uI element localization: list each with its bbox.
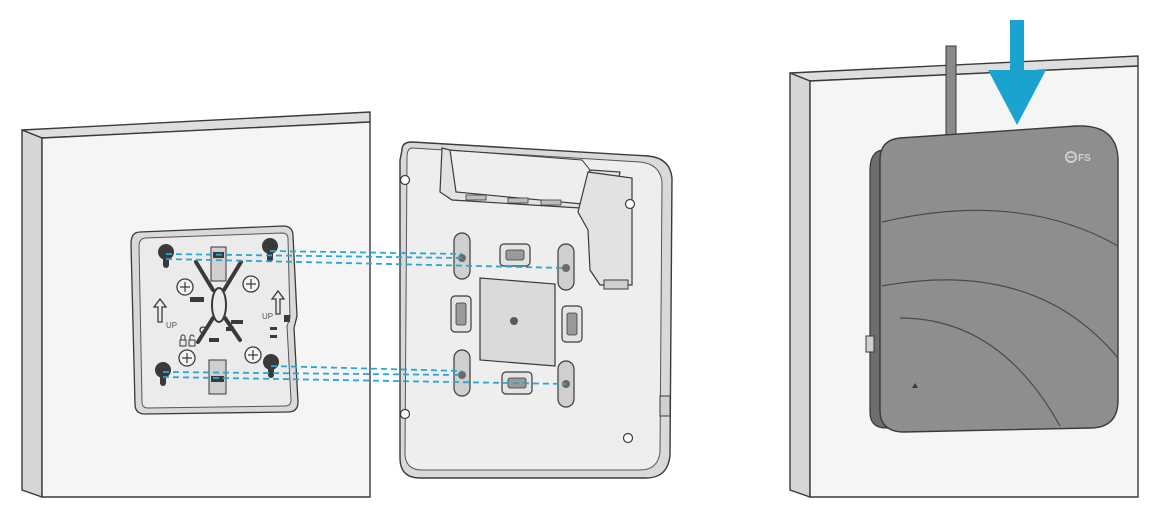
device-back-panel — [399, 141, 673, 479]
lock-icon — [179, 334, 187, 347]
screw-icon — [622, 432, 634, 444]
alignment-guide-lines — [162, 250, 567, 385]
fs-logo: FS — [1065, 151, 1091, 164]
keyhole-slot-top-left — [158, 244, 174, 268]
up-label-left: UP — [166, 321, 177, 330]
keyhole-slot-bottom-left — [155, 362, 171, 386]
unlock-icon — [188, 334, 196, 347]
installed-device: FS — [865, 125, 1119, 433]
brand-logo-text: FS — [1078, 153, 1091, 164]
up-arrow-icon — [270, 289, 286, 315]
mounting-plate: UP UP — [130, 225, 299, 415]
push-down-arrow-icon — [988, 20, 1046, 125]
status-led — [912, 383, 918, 388]
up-label-right: UP — [262, 312, 273, 321]
screw-icon — [399, 174, 411, 186]
antenna-cable — [945, 45, 957, 145]
keyhole-slot-top-right — [262, 238, 278, 262]
screw-icon — [624, 198, 636, 210]
screw-icon — [399, 408, 411, 420]
up-arrow-icon — [152, 297, 168, 323]
